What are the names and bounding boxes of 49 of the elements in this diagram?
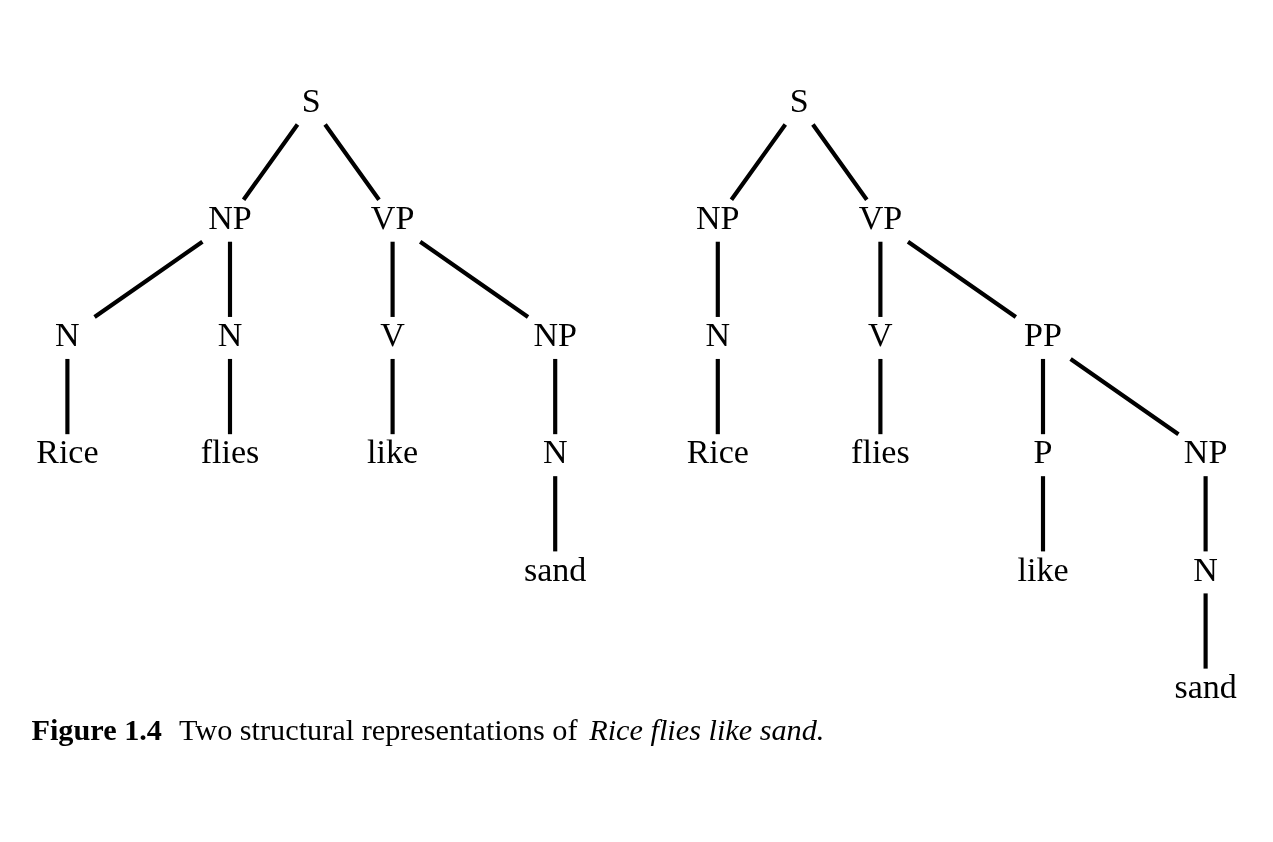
node-text: S (301, 81, 321, 119)
connector (1040, 476, 1046, 552)
connector (1069, 357, 1180, 436)
connector (390, 241, 395, 317)
node-text: Rice (686, 433, 749, 471)
connector (553, 358, 558, 435)
connector (906, 240, 1018, 319)
node-text: S (789, 81, 809, 119)
node-text: NP (1183, 433, 1228, 471)
node-text: Rice (36, 433, 99, 471)
connector (419, 240, 530, 319)
node-text: VP (370, 198, 415, 236)
node-text: N (217, 316, 243, 354)
connector (811, 123, 869, 201)
node-text: P (1033, 433, 1053, 471)
connector (1203, 593, 1208, 669)
node-text: like (367, 433, 419, 471)
node-text: PP (1024, 316, 1062, 354)
node-text: NP (696, 198, 740, 236)
node-text: flies (851, 433, 910, 471)
node-text: flies (200, 433, 260, 471)
node-text: V (380, 316, 405, 354)
connector (323, 123, 381, 201)
caption: Figure 1.4 Two structural representations of Rice flies like sand. (31, 713, 825, 748)
connector (241, 123, 300, 201)
connector (65, 358, 70, 435)
connector (227, 241, 233, 317)
connector (93, 240, 204, 319)
node-text: like (1017, 550, 1069, 588)
node-text: N (705, 316, 731, 354)
connector (715, 241, 720, 317)
node-text: N (55, 316, 80, 354)
connector (390, 358, 395, 435)
node-text: sand (1174, 667, 1237, 705)
node-text: sand (524, 550, 587, 588)
connector (553, 476, 558, 552)
connector (1040, 358, 1046, 435)
node-text: N (542, 433, 568, 471)
connector (1203, 476, 1208, 552)
node-text: V (868, 316, 893, 354)
node-text: N (1193, 550, 1218, 588)
connector (729, 123, 787, 201)
connector (715, 358, 720, 435)
node-text: NP (533, 316, 577, 354)
node-text: NP (208, 198, 252, 236)
connector (227, 358, 233, 435)
connector (878, 241, 883, 317)
connector (878, 358, 883, 435)
node-text: VP (858, 198, 903, 236)
